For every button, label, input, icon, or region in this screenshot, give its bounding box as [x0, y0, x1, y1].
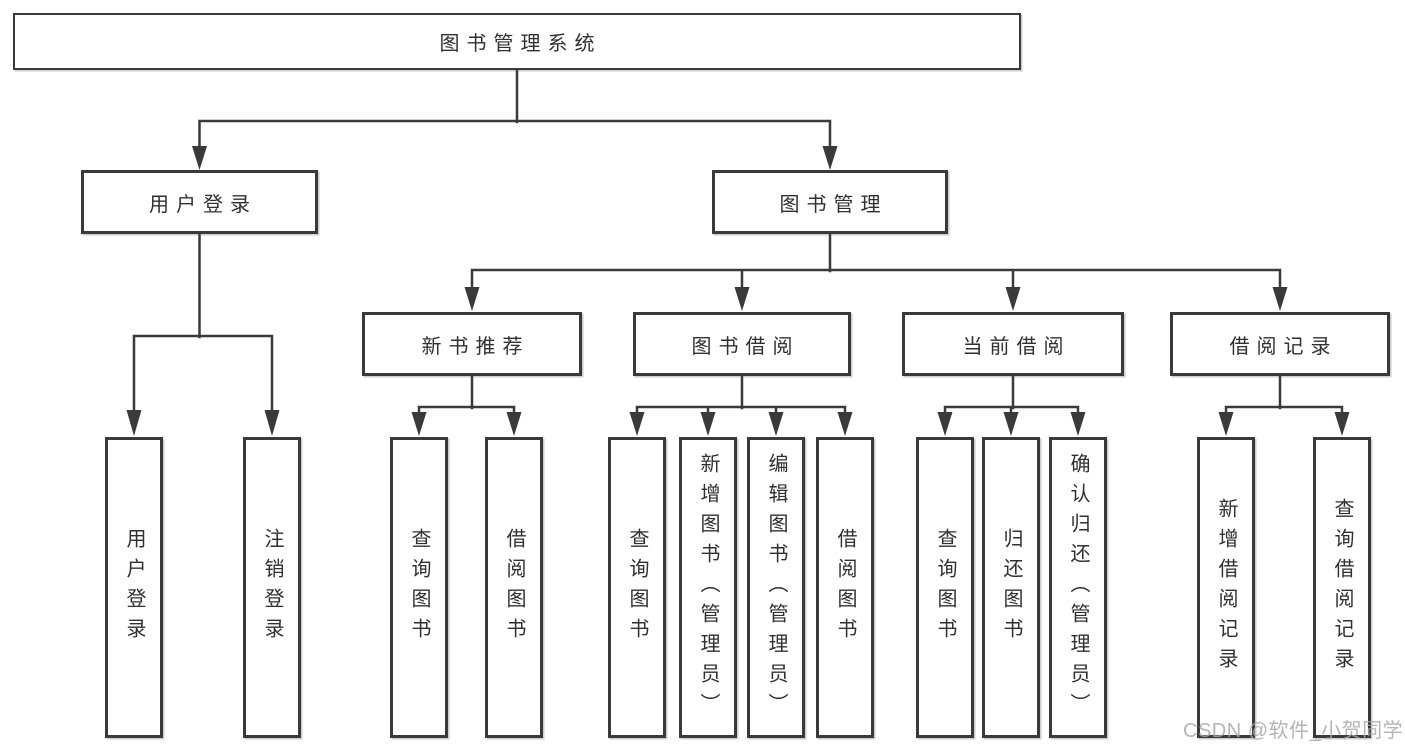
node-borrowing-records-label: 借阅记录 — [1229, 335, 1338, 358]
node-user-login: 用户登录 — [81, 170, 318, 234]
leaf-confirm-return-admin: 确认归还（管理员） — [1049, 437, 1107, 738]
leaf-query-books-borrowing: 查询图书 — [608, 437, 666, 738]
leaf-add-borrow-record-label: 新增借阅记录 — [1215, 497, 1237, 678]
leaf-borrow-books-recommend-label: 借阅图书 — [503, 527, 525, 648]
node-current-borrowing: 当前借阅 — [902, 312, 1124, 376]
leaf-logout: 注销登录 — [243, 437, 301, 738]
csdn-watermark: CSDN @软件_小贺同学 — [1183, 720, 1404, 742]
leaf-query-books-current-label: 查询图书 — [934, 527, 956, 648]
node-new-book-recommendation: 新书推荐 — [362, 312, 582, 376]
leaf-borrow-books-recommend: 借阅图书 — [485, 437, 543, 738]
node-system-root-label: 图书管理系统 — [439, 33, 602, 55]
leaf-user-login: 用户登录 — [105, 437, 163, 738]
leaf-logout-label: 注销登录 — [261, 527, 283, 648]
leaf-query-borrow-record-label: 查询借阅记录 — [1331, 497, 1353, 678]
leaf-edit-books-admin-label: 编辑图书（管理员） — [765, 452, 787, 723]
leaf-query-books-borrowing-label: 查询图书 — [626, 527, 648, 648]
leaf-edit-books-admin: 编辑图书（管理员） — [747, 437, 805, 738]
node-book-borrowing-label: 图书借阅 — [691, 335, 800, 358]
leaf-user-login-label: 用户登录 — [123, 527, 145, 648]
node-current-borrowing-label: 当前借阅 — [962, 335, 1071, 358]
node-book-borrowing: 图书借阅 — [633, 312, 851, 376]
leaf-query-books-recommend-label: 查询图书 — [408, 527, 430, 648]
leaf-confirm-return-admin-label: 确认归还（管理员） — [1067, 452, 1089, 723]
node-book-management-label: 图书管理 — [779, 193, 888, 216]
node-book-management: 图书管理 — [712, 170, 948, 234]
node-user-login-label: 用户登录 — [149, 193, 257, 216]
leaf-borrow-books-borrowing-label: 借阅图书 — [834, 527, 856, 648]
leaf-query-borrow-record: 查询借阅记录 — [1313, 437, 1371, 738]
leaf-query-books-current: 查询图书 — [916, 437, 974, 738]
leaf-return-books: 归还图书 — [982, 437, 1040, 738]
node-borrowing-records: 借阅记录 — [1170, 312, 1390, 376]
node-system-root: 图书管理系统 — [13, 13, 1021, 70]
leaf-add-books-admin-label: 新增图书（管理员） — [697, 452, 719, 723]
leaf-query-books-recommend: 查询图书 — [390, 437, 448, 738]
leaf-add-books-admin: 新增图书（管理员） — [679, 437, 737, 738]
node-new-book-recommendation-label: 新书推荐 — [421, 335, 530, 358]
leaf-return-books-label: 归还图书 — [1000, 527, 1022, 648]
leaf-add-borrow-record: 新增借阅记录 — [1197, 437, 1255, 738]
leaf-borrow-books-borrowing: 借阅图书 — [816, 437, 874, 738]
